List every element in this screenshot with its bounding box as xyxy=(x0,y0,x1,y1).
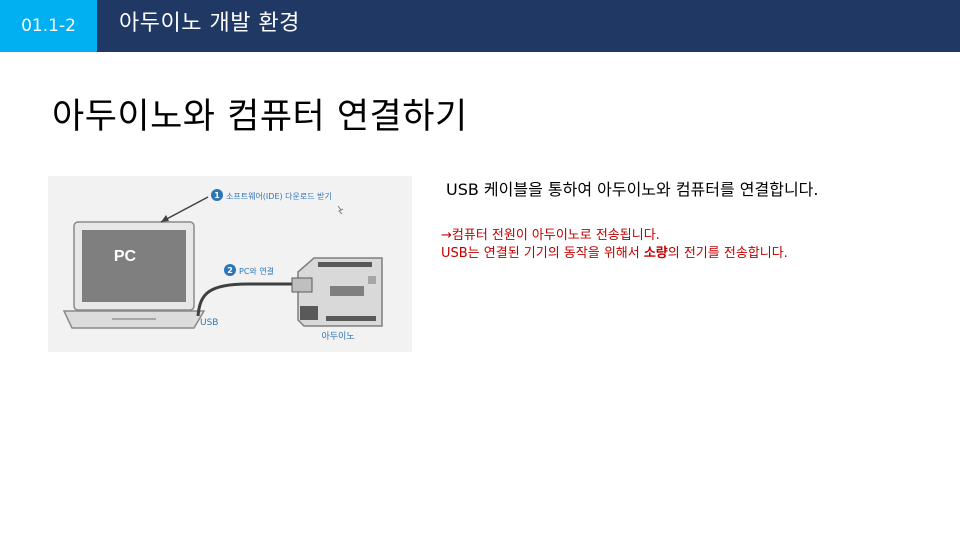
note-line-2-end: 의 전기를 전송합니다. xyxy=(667,246,788,261)
step1-number: 1 xyxy=(214,191,220,200)
header-bar: 01.1-2 아두이노 개발 환경 xyxy=(0,0,960,52)
note-line-2-start: USB는 연결된 기기의 동작을 위해서 xyxy=(441,246,644,261)
note-emphasis: 소량 xyxy=(643,246,668,261)
download-arrow xyxy=(160,196,209,223)
note-block: →컴퓨터 전원이 아두이노로 전송됩니다. USB는 연결된 기기의 동작을 위… xyxy=(441,227,788,263)
header-title: 아두이노 개발 환경 xyxy=(119,11,300,36)
note-line-1: →컴퓨터 전원이 아두이노로 전송됩니다. xyxy=(441,228,660,243)
step2-label: PC와 연결 xyxy=(239,266,274,276)
laptop-screen xyxy=(82,230,186,302)
usb-cable xyxy=(196,282,294,317)
pc-label: PC xyxy=(114,248,137,265)
usb-label: USB xyxy=(200,318,218,328)
slide-title: 아두이노와 컴퓨터 연결하기 xyxy=(52,97,468,137)
step1-circle xyxy=(211,189,223,201)
step2-number: 2 xyxy=(227,266,233,275)
step2-circle xyxy=(224,264,236,276)
step1-label: 소프트웨어(IDE) 다운로드 받기 xyxy=(226,191,332,201)
note-line-2: USB는 연결된 기기의 동작을 위해서 소량의 전기를 전송합니다. xyxy=(441,245,788,263)
illustration-svg: PC 1 소프트웨어(IDE) 다운로드 받기 2 PC와 연결 USB 아두이… xyxy=(62,189,383,342)
connection-illustration: PC 1 소프트웨어(IDE) 다운로드 받기 2 PC와 연결 USB 아두이… xyxy=(48,176,412,352)
laptop-image xyxy=(62,221,206,329)
description-text: USB 케이블을 통하여 아두이노와 컴퓨터를 연결합니다. xyxy=(446,180,819,199)
arduino-label: 아두이노 xyxy=(321,331,354,342)
mouse-cursor-icon xyxy=(337,205,344,215)
section-number-badge: 01.1-2 xyxy=(0,0,97,52)
arduino-board-image xyxy=(291,257,383,327)
